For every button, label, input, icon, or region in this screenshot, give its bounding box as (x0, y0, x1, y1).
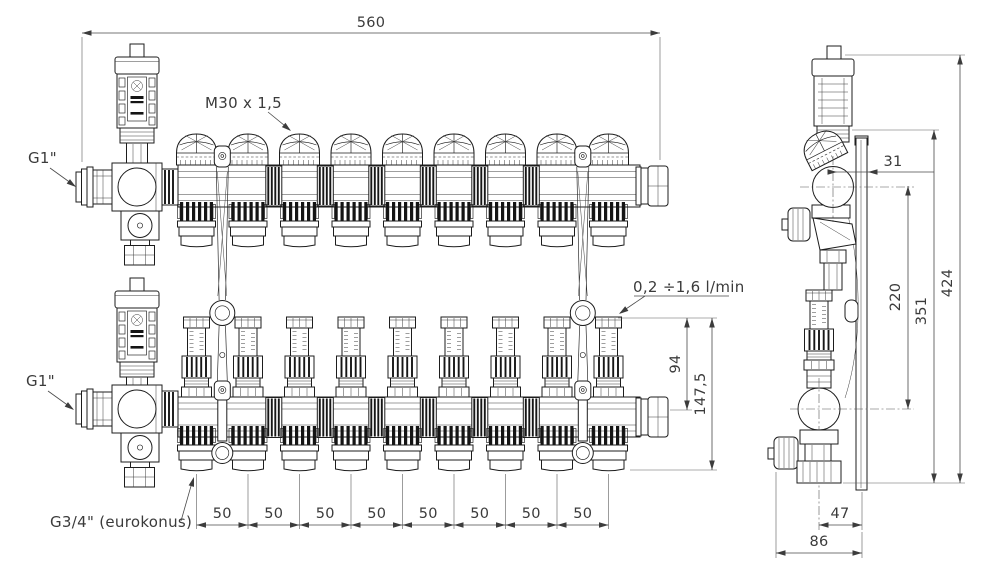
dim-height-to-valve-label: 351 (914, 297, 930, 326)
dim-axis-spacing-label: 220 (888, 283, 904, 312)
side-flow-meter (803, 289, 835, 389)
dim-flow-meter-height: 94 (618, 317, 717, 471)
outlet-spacing-label: 50 (522, 506, 541, 522)
dim-wall-offset: 31 (827, 154, 934, 175)
dim-outlet-spacing: 50 50 50 50 50 50 50 50 (196, 474, 609, 529)
outlet-spacing-label: 50 (264, 506, 283, 522)
side-bottom-manifold (767, 378, 914, 530)
dim-axis-to-wall: 47 (819, 492, 863, 530)
dim-total-width-label: 560 (357, 15, 386, 31)
outlet-connection-callout: G3/4" (eurokonus) (50, 476, 197, 531)
flow-meters (180, 316, 625, 398)
valve-thread-label: M30 x 1,5 (205, 94, 282, 112)
end-cap-top (635, 165, 669, 207)
manifold-bar-top (177, 164, 641, 208)
outlet-spacing-label: 50 (573, 506, 592, 522)
outlet-connection-label: G3/4" (eurokonus) (50, 513, 192, 531)
dim-overall-height: 147,5 (693, 318, 715, 470)
dim-axis-spacing: 220 (888, 186, 911, 409)
outlets-top (177, 201, 628, 248)
dim-total-depth-label: 86 (809, 534, 828, 550)
dim-height-to-valve: 351 (843, 129, 965, 484)
side-top-manifold (781, 156, 914, 291)
dim-total-height: 424 (845, 54, 965, 483)
supply-connection-label: G1" (28, 149, 57, 167)
air-vent-bottom (114, 277, 160, 401)
return-connection-callout: G1" (26, 372, 76, 413)
supply-connection-callout: G1" (28, 149, 78, 190)
thermostatic-caps (176, 133, 629, 166)
flow-range-callout: 0,2 ÷1,6 l/min (617, 278, 745, 317)
wall-bracket-plate (844, 135, 869, 491)
air-vent-top (114, 43, 160, 167)
outlet-spacing-label: 50 (419, 506, 438, 522)
dim-flow-meter-height-label: 94 (668, 354, 684, 373)
dim-total-depth: 86 (775, 472, 863, 558)
end-group-top (75, 162, 179, 266)
front-view (75, 43, 669, 488)
dim-total-height-label: 424 (940, 269, 956, 298)
side-air-vent (811, 45, 855, 143)
end-cap-bottom (635, 396, 669, 438)
outlet-spacing-label: 50 (316, 506, 335, 522)
dim-total-width: 560 (81, 15, 661, 162)
dim-overall-height-label: 147,5 (693, 372, 709, 415)
outlet-spacing-label: 50 (470, 506, 489, 522)
dim-wall-offset-label: 31 (883, 154, 902, 170)
flow-range-label: 0,2 ÷1,6 l/min (633, 278, 745, 296)
return-connection-label: G1" (26, 372, 55, 390)
outlet-spacing-label: 50 (367, 506, 386, 522)
valve-thread-callout: M30 x 1,5 (205, 94, 293, 134)
end-group-bottom (75, 384, 179, 488)
dimensions: 560 M30 x 1,5 G1" G1" 0,2 ÷1,6 l/min 94 … (26, 15, 965, 558)
side-view (767, 45, 914, 530)
outlet-spacing-label: 50 (213, 506, 232, 522)
dim-axis-to-wall-label: 47 (830, 506, 849, 522)
